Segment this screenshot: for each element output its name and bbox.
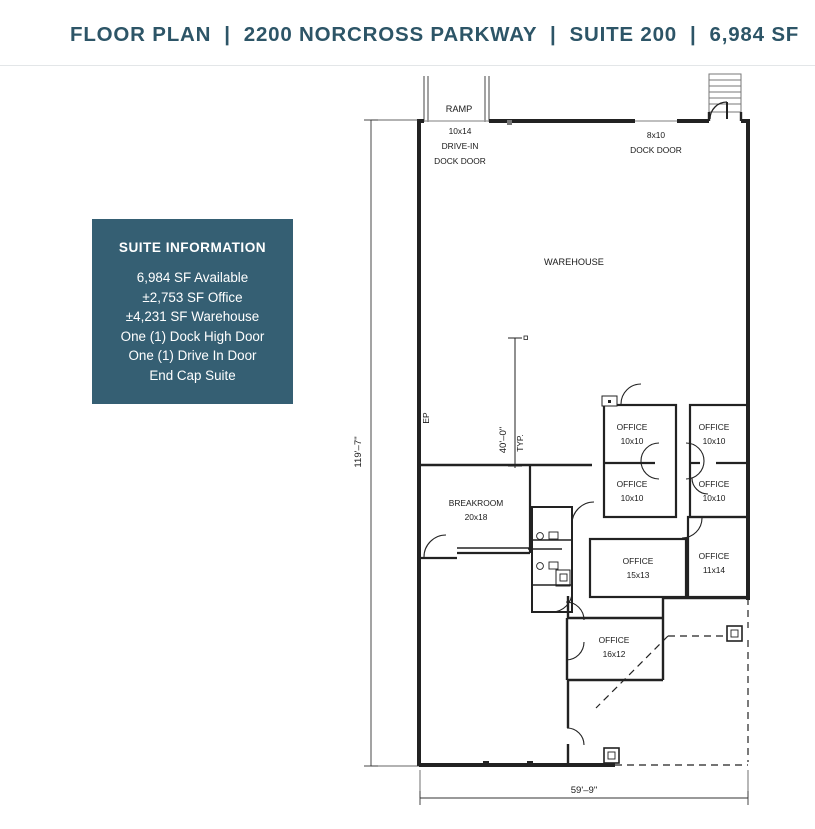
column-marker — [507, 120, 512, 125]
dock-door-size: 8x10 — [647, 130, 666, 140]
boundary-equipment-symbols — [603, 625, 743, 764]
ramp-outline — [423, 76, 490, 122]
office-10x10-c-size: 10x10 — [621, 493, 644, 503]
building-exterior-walls — [417, 119, 750, 767]
office-10x10-b-name: OFFICE — [699, 422, 730, 432]
office-10x10-c-name: OFFICE — [617, 479, 648, 489]
office-10x10-a-size: 10x10 — [621, 436, 644, 446]
drive-in-door-size: 10x14 — [449, 126, 472, 136]
header-divider — [0, 65, 815, 66]
office-15x13-size: 15x13 — [627, 570, 650, 580]
overall-height-dimension: 119'–7" — [353, 436, 364, 467]
bottom-wall-columns — [483, 761, 533, 767]
office-10x10-d-size: 10x10 — [703, 493, 726, 503]
office-10x10-d-name: OFFICE — [699, 479, 730, 489]
electrical-panel-label: EP — [421, 412, 431, 424]
page-title: FLOOR PLAN | 2200 NORCROSS PARKWAY | SUI… — [70, 23, 800, 46]
bay-spacing-dimension: 40'–0" — [498, 427, 509, 454]
ramp-label: RAMP — [446, 104, 473, 114]
suite-info-item-warehouse: ±4,231 SF Warehouse — [125, 309, 260, 325]
drive-in-door-label-1: DRIVE-IN — [442, 141, 479, 151]
office-10x10-a-name: OFFICE — [617, 422, 648, 432]
warehouse-label: WAREHOUSE — [544, 257, 604, 267]
office-11x14-name: OFFICE — [699, 551, 730, 561]
suite-info-item-office: ±2,753 SF Office — [142, 289, 243, 305]
office-16x12-name: OFFICE — [599, 635, 630, 645]
suite-boundary-dashed — [595, 598, 749, 766]
suite-info-item-end-cap: End Cap Suite — [149, 367, 236, 383]
suite-info-item-drive-in-door: One (1) Drive In Door — [128, 348, 257, 364]
overall-width-dimension-line — [419, 770, 749, 805]
drive-in-door-label-2: DOCK DOOR — [434, 156, 486, 166]
suite-info-item-available: 6,984 SF Available — [136, 270, 249, 285]
office-16x12-walls — [565, 598, 665, 682]
stair-wall-notch — [707, 112, 743, 121]
office-11x14-size: 11x14 — [703, 565, 726, 575]
breakroom-name: BREAKROOM — [449, 498, 503, 508]
office-15x13-name: OFFICE — [623, 556, 654, 566]
bay-spacing-note: TYP. — [515, 434, 525, 452]
lower-corridor-walls — [566, 596, 748, 765]
overall-width-dimension: 59'–9" — [571, 785, 598, 796]
suite-information-list: 6,984 SF Available ±2,753 SF Office ±4,2… — [92, 268, 293, 386]
office-cluster-walls — [601, 383, 750, 519]
breakroom-size: 20x18 — [465, 512, 488, 522]
suite-information-title: SUITE INFORMATION — [118, 240, 267, 255]
suite-information-panel: SUITE INFORMATION 6,984 SF Available ±2,… — [92, 219, 293, 404]
office-10x10-b-size: 10x10 — [703, 436, 726, 446]
office-15x13-walls — [588, 517, 703, 599]
restroom-core — [528, 501, 595, 613]
page-header: FLOOR PLAN | 2200 NORCROSS PARKWAY | SUI… — [0, 0, 815, 66]
overall-height-dimension-line — [364, 119, 419, 767]
office-16x12-size: 16x12 — [603, 649, 626, 659]
dock-door-label-1: DOCK DOOR — [630, 145, 682, 155]
suite-info-item-dock-door: One (1) Dock High Door — [120, 328, 265, 344]
breakroom-walls — [419, 465, 532, 560]
stairs-symbol — [708, 73, 742, 120]
